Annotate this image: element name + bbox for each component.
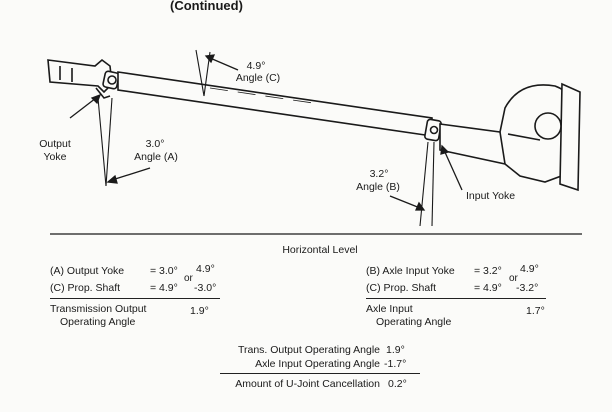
left-row-a-label: (A) Output Yoke (50, 265, 125, 277)
horizontal-level-label: Horizontal Level (282, 244, 358, 256)
summary-total-value: 0.2° (388, 378, 407, 390)
summary-row2-value: -1.7° (384, 358, 407, 370)
left-result-value: 1.9° (190, 305, 209, 317)
left-divider (50, 298, 220, 299)
right-row-b-label: (B) Axle Input Yoke (366, 265, 455, 277)
input-yoke-label: Input Yoke (466, 190, 516, 202)
right-row-b-eq: = 3.2° (474, 265, 502, 277)
angle-a-name: Angle (A) (134, 151, 178, 163)
summary-row1-value: 1.9° (386, 344, 405, 356)
left-row-c-eq: = 4.9° (150, 282, 178, 294)
right-row-c-label: (C) Prop. Shaft (366, 282, 437, 294)
left-result-line1: Transmission Output (50, 303, 147, 315)
left-row-c-alt: -3.0° (194, 282, 217, 294)
angle-b-value: 3.2° (369, 168, 389, 180)
angle-a-value: 3.0° (145, 138, 165, 150)
output-yoke-line2: Yoke (43, 151, 67, 163)
right-or: or (509, 273, 518, 284)
section-title: (Continued) (170, 0, 243, 13)
title-strip (100, 0, 270, 14)
left-result-line2: Operating Angle (60, 316, 136, 328)
right-result-value: 1.7° (526, 305, 545, 317)
leader-arrows (69, 54, 463, 211)
left-row-a-eq: = 3.0° (150, 265, 178, 277)
summary-row1-label: Trans. Output Operating Angle (237, 344, 380, 356)
right-result-line1: Axle Input (366, 303, 413, 315)
right-result-line2: Operating Angle (376, 316, 452, 328)
transmission-housing (47, 58, 113, 94)
left-row-a-alt: 4.9° (196, 263, 215, 275)
right-row-b-alt: 4.9° (520, 263, 539, 275)
summary-total-label: Amount of U-Joint Cancellation (235, 378, 380, 390)
front-u-joint (95, 70, 120, 99)
angle-b-name: Angle (B) (356, 181, 400, 193)
rear-u-joint (424, 118, 442, 142)
angle-b-lines (419, 141, 435, 227)
summary-divider (220, 373, 420, 374)
output-yoke-line1: Output (39, 138, 71, 150)
left-row-c-label: (C) Prop. Shaft (50, 282, 121, 294)
axle-housing (439, 82, 581, 192)
left-or: or (184, 273, 193, 284)
summary-row2-label: Axle Input Operating Angle (255, 358, 380, 370)
angle-c-name: Angle (C) (235, 72, 281, 84)
right-divider (366, 298, 546, 299)
angle-a-lines (97, 97, 113, 187)
angle-c-value: 4.9° (246, 60, 266, 72)
right-row-c-eq: = 4.9° (474, 282, 502, 294)
right-row-c-alt: -3.2° (516, 282, 539, 294)
